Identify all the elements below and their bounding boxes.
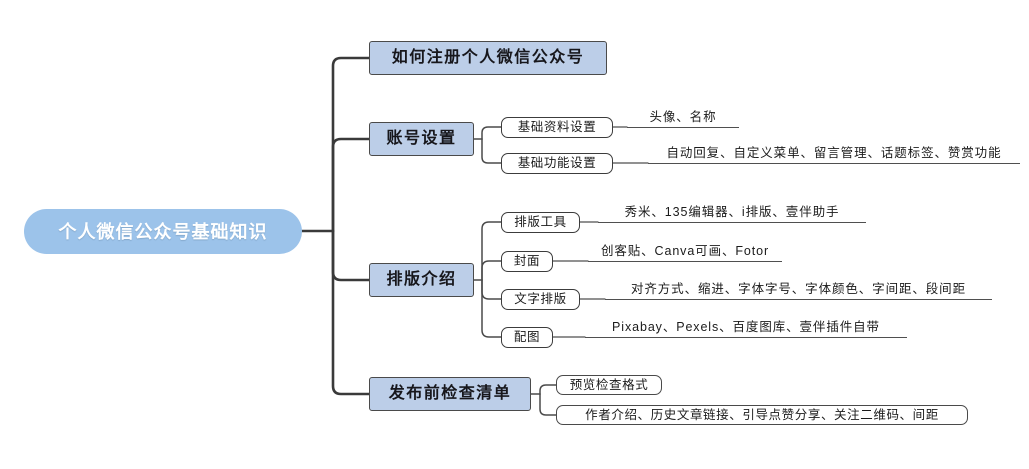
leaf-text: 自动回复、自定义菜单、留言管理、话题标签、赞赏功能 [666,145,1002,160]
sub-node-preview-check-format[interactable]: 预览检查格式 [556,375,662,395]
edge-b3-c4 [481,279,502,338]
edge-b3-c3 [481,279,502,300]
edge-b4-c2 [539,393,557,416]
sub-node-label: 文字排版 [514,292,567,307]
sub-node-label: 作者介绍、历史文章链接、引导点赞分享、关注二维码、间距 [585,407,939,422]
sub-node-label: 封面 [513,254,541,269]
sub-node-author-history-checklist[interactable]: 作者介绍、历史文章链接、引导点赞分享、关注二维码、间距 [556,405,968,425]
edge-b2-c1 [481,126,502,140]
leaf-basic-feature-detail: 自动回复、自定义菜单、留言管理、话题标签、赞赏功能 [648,141,1020,164]
edge-b3-c2 [481,260,502,281]
branch-label: 排版介绍 [386,271,457,288]
leaf-layout-tools-detail: 秀米、135编辑器、i排版、壹伴助手 [598,200,866,223]
leaf-text: 秀米、135编辑器、i排版、壹伴助手 [624,204,840,219]
leaf-images-detail: Pixabay、Pexels、百度图库、壹伴插件自带 [585,315,907,338]
edge-b4-c1 [539,384,557,395]
leaf-basic-profile-detail: 头像、名称 [627,105,739,128]
branch-node-how-to-register[interactable]: 如何注册个人微信公众号 [369,41,607,75]
leaf-text: 对齐方式、缩进、字体字号、字体颜色、字间距、段间距 [630,281,966,296]
sub-node-layout-tools[interactable]: 排版工具 [501,212,580,233]
leaf-text: Pixabay、Pexels、百度图库、壹伴插件自带 [612,319,880,334]
edge-b3-c1 [481,221,502,281]
root-node-label: 个人微信公众号基础知识 [58,221,268,242]
sub-node-label: 基础资料设置 [517,120,597,135]
branch-label: 如何注册个人微信公众号 [391,49,585,66]
sub-node-basic-profile-settings[interactable]: 基础资料设置 [501,117,613,138]
leaf-text-layout-detail: 对齐方式、缩进、字体字号、字体颜色、字间距、段间距 [605,277,992,300]
leaf-text: 头像、名称 [649,109,717,124]
sub-node-label: 排版工具 [514,215,567,230]
branch-label: 账号设置 [386,130,457,147]
sub-node-label: 基础功能设置 [517,156,597,171]
edge-root-to-b3 [331,229,371,282]
branch-node-layout-intro[interactable]: 排版介绍 [369,263,474,297]
sub-node-label: 配图 [513,330,541,345]
sub-node-basic-feature-settings[interactable]: 基础功能设置 [501,153,613,174]
leaf-cover-detail: 创客贴、Canva可画、Fotor [588,239,782,262]
sub-node-text-layout[interactable]: 文字排版 [501,289,580,310]
edge-root-to-b1 [331,56,371,233]
sub-node-cover[interactable]: 封面 [501,251,553,272]
root-node[interactable]: 个人微信公众号基础知识 [24,209,302,254]
branch-node-account-settings[interactable]: 账号设置 [369,122,474,156]
branch-node-prepublish-checklist[interactable]: 发布前检查清单 [369,377,531,411]
edge-b2-c2 [481,138,502,164]
sub-node-label: 预览检查格式 [569,377,649,392]
edge-root-to-b2 [331,137,371,233]
leaf-text: 创客贴、Canva可画、Fotor [600,243,770,258]
sub-node-images[interactable]: 配图 [501,327,553,348]
edge-root-to-b4 [331,229,371,396]
branch-label: 发布前检查清单 [388,385,512,402]
